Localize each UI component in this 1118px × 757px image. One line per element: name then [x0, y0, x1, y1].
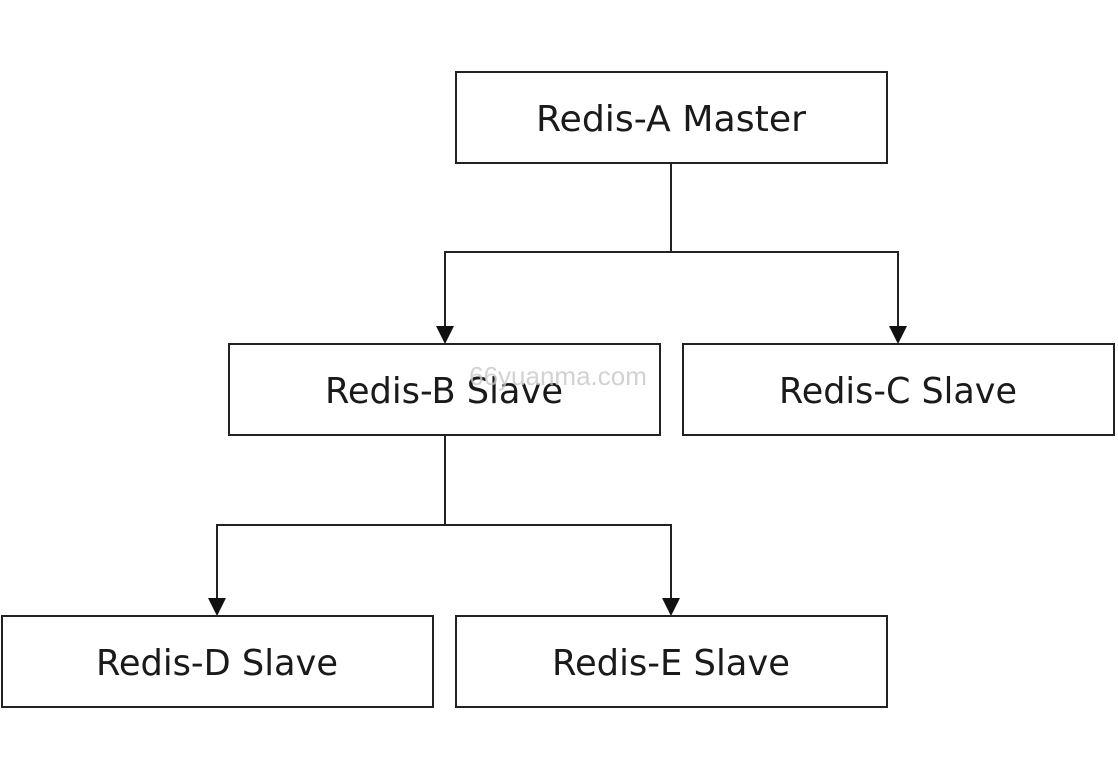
node-label-e: Redis-E Slave — [552, 643, 790, 684]
arrow-head-c — [889, 326, 907, 344]
watermark-text: 66yuanma.com — [469, 361, 647, 391]
node-redis-a-master: Redis-A Master — [455, 71, 888, 164]
node-box-a — [455, 71, 888, 164]
node-label-b: Redis-B Slave — [325, 371, 563, 412]
node-label-a: Redis-A Master — [536, 99, 806, 140]
edge-a-to-b — [444, 251, 671, 328]
edge-group-slave-b — [208, 435, 680, 616]
edge-b-to-e — [445, 524, 672, 600]
node-redis-b-slave: Redis-B Slave — [228, 343, 661, 436]
node-box-c — [682, 343, 1115, 436]
node-redis-c-slave: Redis-C Slave — [682, 343, 1115, 436]
edge-b-to-d — [216, 524, 445, 600]
arrow-head-b — [436, 326, 454, 344]
edge-group-master — [436, 163, 907, 344]
arrow-head-d — [208, 598, 226, 616]
node-box-e — [455, 615, 888, 708]
node-label-c: Redis-C Slave — [779, 371, 1017, 412]
node-redis-e-slave: Redis-E Slave — [455, 615, 888, 708]
node-box-b — [228, 343, 661, 436]
arrow-head-e — [662, 598, 680, 616]
node-label-d: Redis-D Slave — [96, 643, 338, 684]
node-box-d — [1, 615, 434, 708]
node-redis-d-slave: Redis-D Slave — [1, 615, 434, 708]
edge-a-to-c — [671, 251, 899, 328]
